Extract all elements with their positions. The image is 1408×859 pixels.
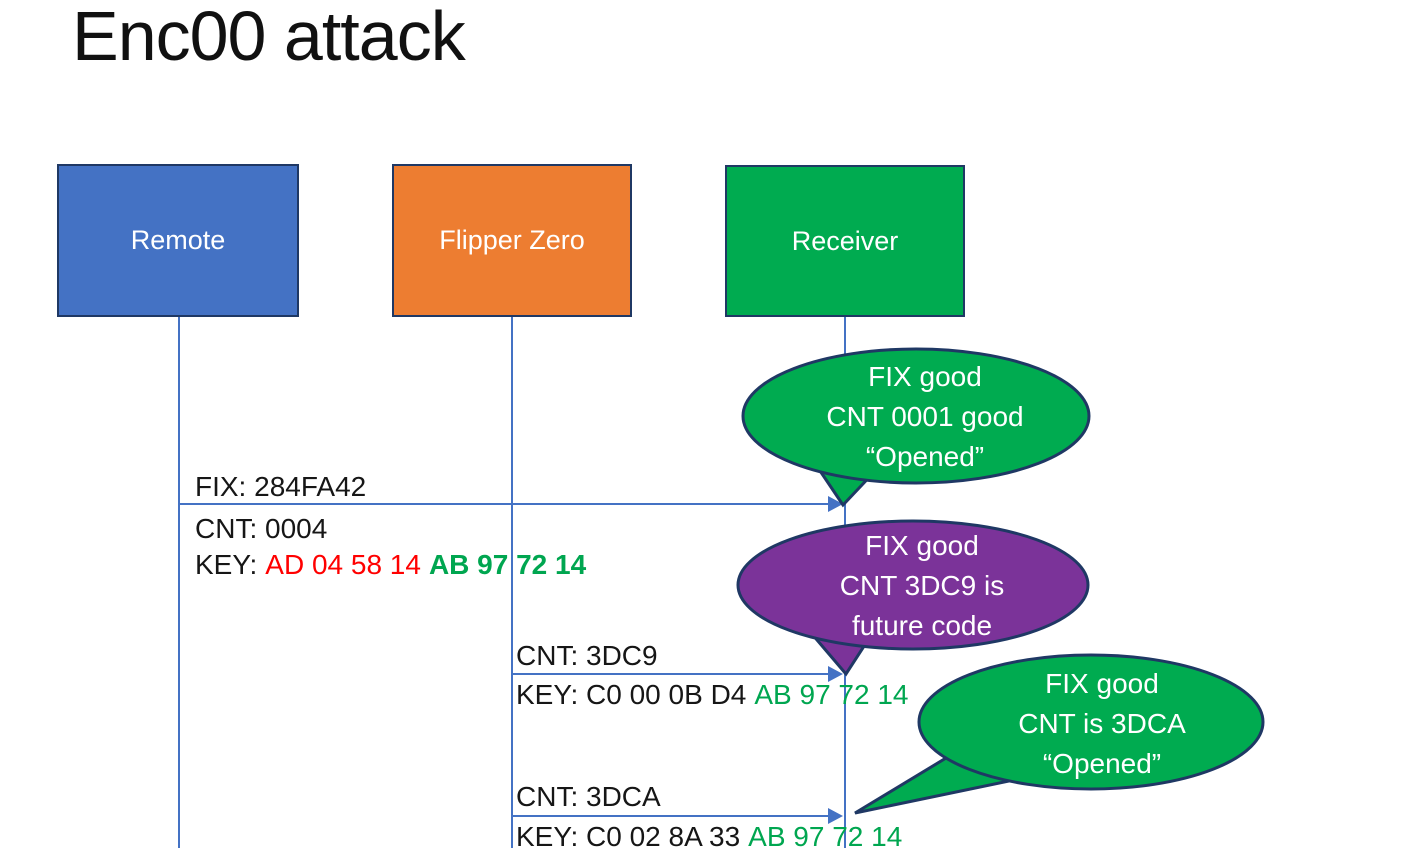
lifeline-remote: [178, 317, 180, 848]
message3-key-green-bytes: AB 97 72 14: [748, 821, 903, 852]
message3-arrow-line: [512, 815, 828, 817]
callout2-line2: CNT 3DC9 is: [839, 570, 1005, 601]
message1-key-red-bytes: AD 04 58 14: [265, 549, 421, 580]
message1-fix-label: FIX: 284FA42: [195, 471, 367, 502]
page-title: Enc00 attack: [72, 0, 466, 75]
callout3-line3: “Opened”: [1042, 748, 1162, 779]
lifeline-flipper-zero: [511, 317, 513, 848]
callout2-line3: future code: [851, 610, 993, 641]
actor-box-receiver: Receiver: [725, 165, 965, 317]
callout1-text: FIX good CNT 0001 good “Opened”: [755, 357, 1095, 477]
callout1-line3: “Opened”: [865, 441, 985, 472]
message3-arrowhead-icon: [828, 808, 843, 824]
actor-label-remote: Remote: [130, 225, 226, 255]
actor-box-remote: Remote: [57, 164, 299, 317]
actor-box-flipper-zero: Flipper Zero: [392, 164, 632, 317]
message3-key-prefix: KEY: C0 02 8A 33: [516, 821, 741, 852]
callout3-line1: FIX good: [1045, 668, 1159, 699]
message2-key-prefix: KEY: C0 00 0B D4: [516, 679, 747, 710]
callout3-line2: CNT is 3DCA: [1018, 708, 1186, 739]
callout1-line2: CNT 0001 good: [826, 401, 1024, 432]
callout2-line1: FIX good: [865, 530, 979, 561]
actor-label-flipper-zero: Flipper Zero: [439, 225, 585, 255]
message2-cnt-label: CNT: 3DC9: [516, 640, 658, 671]
message1-cnt-label: CNT: 0004: [195, 513, 328, 544]
message1-key-green-bytes: AB 97 72 14: [428, 549, 587, 580]
callout1-line1: FIX good: [868, 361, 982, 392]
callout2-text: FIX good CNT 3DC9 is future code: [752, 526, 1092, 646]
message3-cnt-label: CNT: 3DCA: [516, 781, 661, 812]
message1-arrow-line: [179, 503, 828, 505]
callout3-text: FIX good CNT is 3DCA “Opened”: [932, 664, 1272, 784]
message2-key-green-bytes: AB 97 72 14: [754, 679, 909, 710]
message2-arrow-line: [512, 673, 828, 675]
actor-label-receiver: Receiver: [791, 225, 899, 256]
message1-arrowhead-icon: [828, 496, 843, 512]
message1-key-prefix: KEY:: [195, 549, 258, 580]
